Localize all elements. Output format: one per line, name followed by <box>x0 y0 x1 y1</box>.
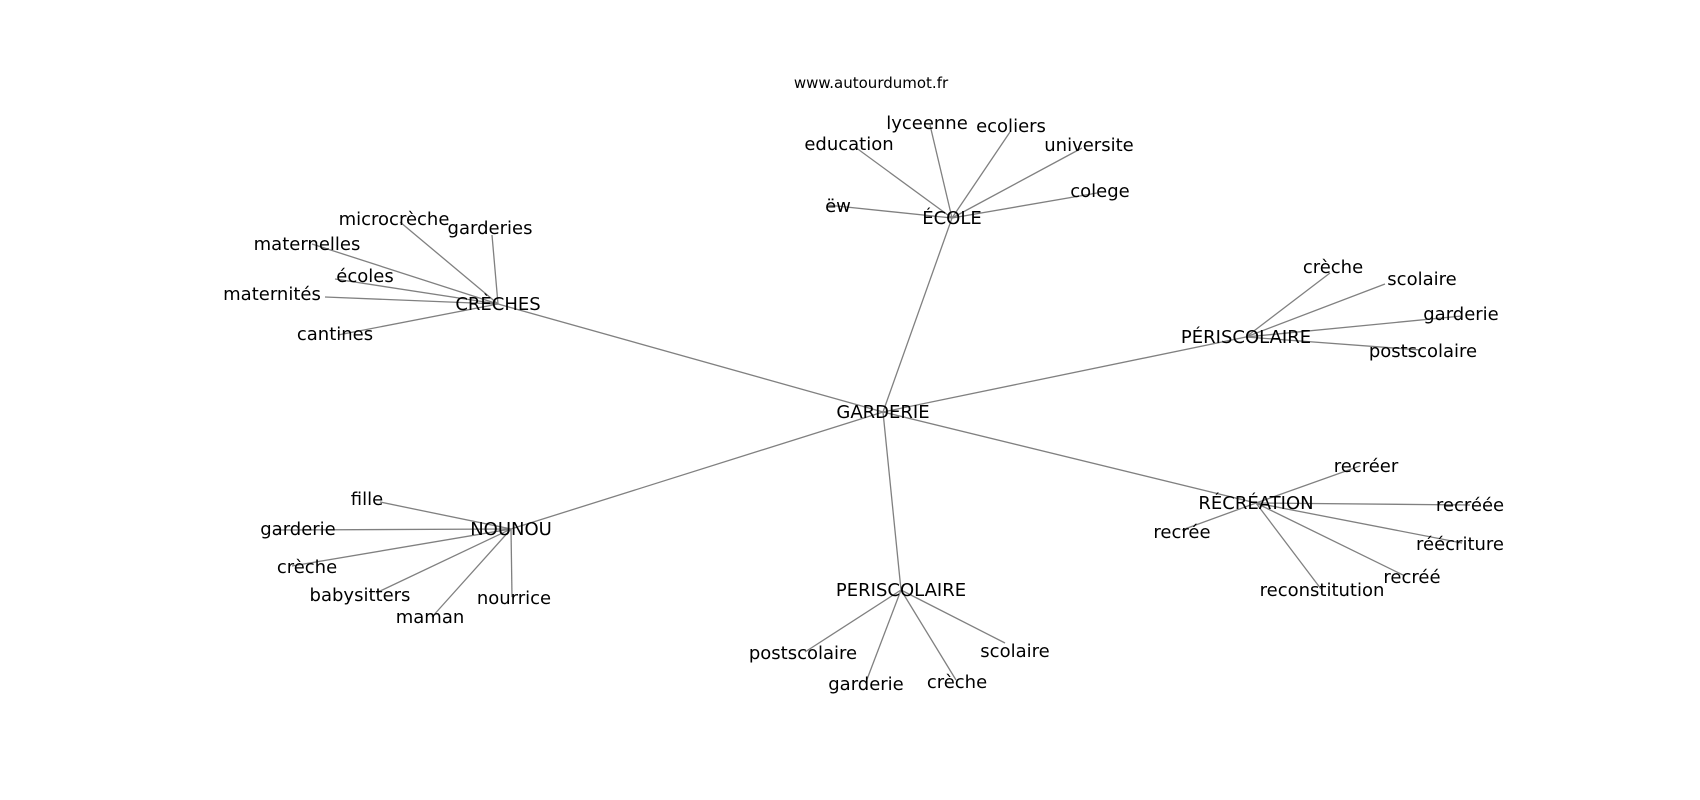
leaf-node-label-nourrice: nourrice <box>477 588 551 609</box>
edge-periscolaire-2-scolaire <box>1245 283 1386 338</box>
leaf-node-label-recreer: recréer <box>1334 456 1399 477</box>
leaf-node-label-reecriture: réécriture <box>1416 534 1504 555</box>
edge-periscolaire-4-scolaire <box>900 589 1006 644</box>
edge-nounou-5-creche <box>291 528 512 567</box>
leaf-node-label-fille: fille <box>351 489 383 510</box>
edge-nounou-5-nourrice <box>510 528 513 598</box>
leaf-node-label-creche: crèche <box>277 557 337 578</box>
edge-creches-1-maternites <box>324 296 499 305</box>
site-url: www.autourdumot.fr <box>794 74 949 92</box>
hub-node-label-creches-1: CRÈCHES <box>455 293 540 315</box>
graph-labels: www.autourdumot.fr GARDERIE ÉCOLE lyceenn… <box>223 74 1504 695</box>
edge-nounou-5-maman <box>431 528 512 618</box>
leaf-node-label-babysitters: babysitters <box>310 585 411 606</box>
leaf-node-label-cantines: cantines <box>297 324 373 345</box>
leaf-node-label-recreee: recréée <box>1436 495 1504 516</box>
edge-root-nounou-5 <box>510 411 884 530</box>
hub-node-label-periscolaire-2: PÉRISCOLAIRE <box>1181 326 1311 348</box>
edge-periscolaire-2-garderie <box>1245 315 1463 338</box>
leaf-node-label-recree: recréé <box>1383 567 1440 588</box>
edge-recreation-3-reconstitution <box>1255 502 1322 590</box>
leaf-node-label-maternelles: maternelles <box>254 234 361 255</box>
leaf-node-label-garderie: garderie <box>828 674 904 695</box>
edge-periscolaire-2-postscolaire <box>1245 336 1422 351</box>
edge-recreation-3-recree <box>1255 502 1406 577</box>
edge-creches-1-microcreche <box>399 221 499 305</box>
leaf-node-label-scolaire: scolaire <box>980 641 1049 662</box>
leaf-node-label-education: education <box>804 134 893 155</box>
edge-root-periscolaire-4 <box>882 411 902 591</box>
leaf-node-label-scolaire: scolaire <box>1387 269 1456 290</box>
edge-periscolaire-4-creche <box>900 589 957 681</box>
edge-nounou-5-babysitters <box>375 528 512 594</box>
edge-recreation-3-reecriture <box>1255 502 1463 544</box>
edge-root-creches-1 <box>497 303 884 413</box>
graph-edges <box>275 124 1471 683</box>
edge-periscolaire-2-creche <box>1245 272 1331 338</box>
hub-node-label-recreation-3: RÉCRÉATION <box>1198 492 1313 514</box>
leaf-node-label-microcreche: microcrèche <box>339 209 450 230</box>
edge-creches-1-ecoles <box>334 278 499 305</box>
hub-node-label-nounou-5: NOUNOU <box>470 519 552 540</box>
leaf-node-label-lyceenne: lyceenne <box>886 113 968 134</box>
edge-periscolaire-4-postscolaire <box>804 589 902 653</box>
edge-recreation-3-recreee <box>1255 502 1471 506</box>
leaf-node-label-maternites: maternités <box>223 284 321 305</box>
leaf-node-label-postscolaire: postscolaire <box>749 643 857 664</box>
edge-nounou-5-fille <box>379 501 512 530</box>
edge-ecole-0-universite <box>951 147 1083 219</box>
leaf-node-label-garderie: garderie <box>1423 304 1499 325</box>
leaf-node-label-ecoles: écoles <box>336 266 393 287</box>
edge-periscolaire-4-garderie <box>865 589 902 683</box>
edge-root-recreation-3 <box>882 411 1257 504</box>
edge-ecole-0-education <box>854 146 953 219</box>
leaf-node-label-creche: crèche <box>927 672 987 693</box>
leaf-node-label-postscolaire: postscolaire <box>1369 341 1477 362</box>
edge-recreation-3-recreer <box>1255 465 1361 504</box>
leaf-node-label-reconstitution: reconstitution <box>1260 580 1385 601</box>
leaf-node-label-maman: maman <box>396 607 465 628</box>
edge-ecole-0-lyceenne <box>929 124 953 219</box>
hub-node-label-ecole-0: ÉCOLE <box>922 207 982 229</box>
edge-root-ecole-0 <box>882 217 953 413</box>
edge-ecole-0-ew <box>826 204 953 219</box>
root-node-label: GARDERIE <box>836 402 929 423</box>
leaf-node-label-colege: colege <box>1070 181 1129 202</box>
edge-creches-1-garderies <box>491 234 499 305</box>
hub-node-label-periscolaire-4: PERISCOLAIRE <box>836 580 966 601</box>
leaf-node-label-ecoliers: ecoliers <box>976 116 1046 137</box>
leaf-node-label-ew: ëw <box>825 196 851 217</box>
leaf-node-label-universite: universite <box>1044 135 1133 156</box>
edge-recreation-3-recree <box>1181 502 1257 531</box>
edge-creches-1-maternelles <box>311 243 499 305</box>
edge-ecole-0-colege <box>951 192 1098 219</box>
leaf-node-label-creche: crèche <box>1303 257 1363 278</box>
edge-nounou-5-garderie <box>275 528 512 531</box>
edge-root-periscolaire-2 <box>882 336 1247 413</box>
leaf-node-label-garderies: garderies <box>448 218 533 239</box>
edge-ecole-0-ecoliers <box>951 131 1011 219</box>
edge-creches-1-cantines <box>337 303 499 336</box>
leaf-node-label-recree: recrée <box>1153 522 1210 543</box>
leaf-node-label-garderie: garderie <box>260 519 336 540</box>
